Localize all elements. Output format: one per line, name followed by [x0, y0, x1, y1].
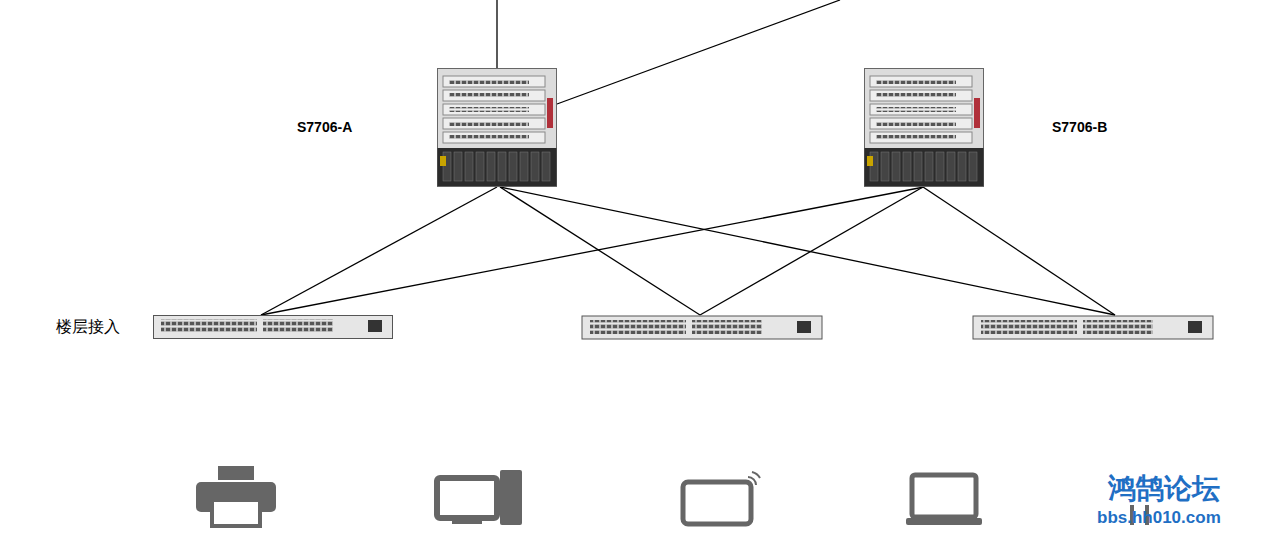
access-switch — [582, 316, 822, 339]
watermark: 鸿鹄论坛 — [1108, 470, 1220, 508]
access-switch — [973, 316, 1213, 339]
core-switch: S7706-B — [864, 68, 984, 187]
node-label: S7706-A — [297, 119, 352, 135]
uplink-cable — [261, 187, 497, 315]
device-icons — [196, 466, 1149, 526]
core-switch-drawing — [437, 68, 557, 187]
node-label: 楼层接入 — [56, 317, 120, 338]
core-switch-drawing — [864, 68, 984, 187]
access-switch-drawing — [153, 315, 393, 339]
node-label: S7706-B — [1052, 119, 1107, 135]
core-switch: S7706-A — [437, 68, 557, 187]
access-switch: 楼层接入 — [153, 315, 393, 339]
watermark: bbs.hh010.com — [1097, 508, 1221, 528]
uplink-cable — [261, 187, 924, 315]
